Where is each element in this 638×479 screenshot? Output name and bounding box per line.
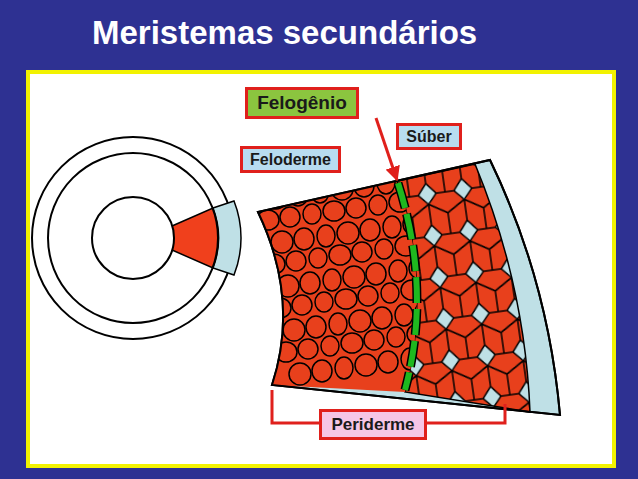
cell xyxy=(257,210,279,230)
cell xyxy=(349,310,371,332)
cell xyxy=(323,201,345,221)
cell xyxy=(375,239,393,259)
cell xyxy=(271,231,293,253)
cell xyxy=(280,207,300,227)
cell xyxy=(387,327,405,347)
cell xyxy=(363,151,381,171)
cell xyxy=(360,219,380,241)
cell xyxy=(335,289,357,309)
cell xyxy=(312,360,332,382)
cell xyxy=(366,263,386,285)
slide-title: Meristemas secundários xyxy=(92,14,477,52)
cell xyxy=(346,198,366,218)
cell xyxy=(412,189,432,209)
cell xyxy=(372,307,392,329)
cell xyxy=(383,216,401,238)
cell xyxy=(395,304,413,326)
cell xyxy=(315,292,333,312)
cell xyxy=(358,286,378,306)
cell xyxy=(317,225,335,247)
cell xyxy=(298,339,318,359)
label-text: Periderme xyxy=(331,412,414,437)
felogenio-label: Felogênio xyxy=(245,87,359,119)
label-text: Súber xyxy=(406,126,451,147)
cell xyxy=(323,269,341,291)
cell xyxy=(340,154,360,174)
cell xyxy=(321,336,339,356)
cell xyxy=(352,242,372,262)
cell xyxy=(309,248,327,268)
cell xyxy=(438,298,458,320)
periderme-label: Periderme xyxy=(319,409,427,440)
cell xyxy=(329,245,351,265)
cell xyxy=(269,298,291,318)
cell xyxy=(426,210,446,232)
cell xyxy=(341,333,363,353)
cell xyxy=(378,351,398,373)
cell xyxy=(289,363,311,385)
cell xyxy=(331,178,353,200)
cell xyxy=(420,166,440,188)
cell xyxy=(430,321,450,341)
cell xyxy=(424,277,444,297)
cell xyxy=(294,228,314,250)
cell xyxy=(355,354,377,376)
cell xyxy=(389,260,407,282)
cell xyxy=(286,251,306,271)
cell xyxy=(300,272,320,294)
label-text: Felogênio xyxy=(257,90,347,116)
cell xyxy=(421,345,443,367)
cell xyxy=(329,313,347,335)
cell xyxy=(303,204,321,224)
cell xyxy=(306,316,326,338)
cell xyxy=(369,195,387,215)
cell xyxy=(444,342,464,364)
label-text: Feloderme xyxy=(250,149,331,170)
cell xyxy=(335,357,353,379)
feloderme-label: Feloderme xyxy=(240,146,341,173)
suber-label: Súber xyxy=(396,123,462,150)
cell xyxy=(418,233,438,253)
cell xyxy=(364,330,384,350)
cell xyxy=(337,222,359,244)
cell xyxy=(343,266,365,288)
cell xyxy=(283,319,305,341)
cell xyxy=(432,254,452,276)
cell xyxy=(381,283,399,303)
cell xyxy=(292,295,312,315)
